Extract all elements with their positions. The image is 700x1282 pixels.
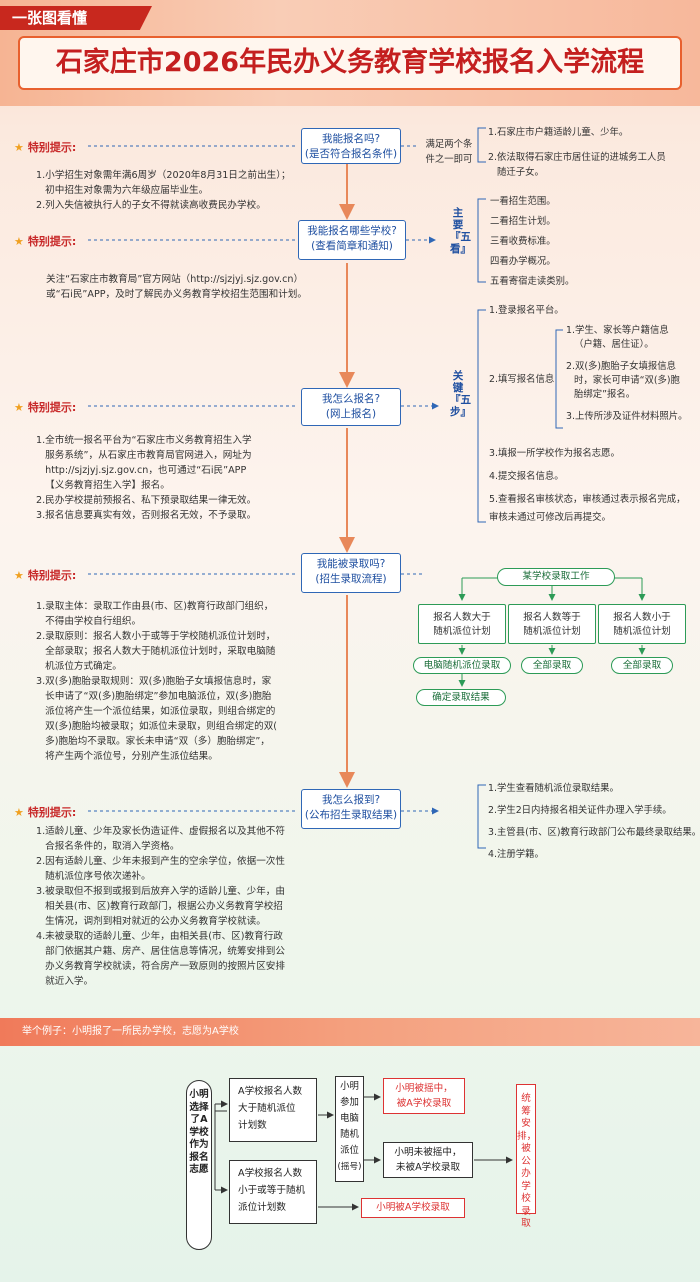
tip-text-3: 1.全市统一报名平台为“石家庄市义务教育招生入学 服务系统”，从石家庄市教育局官…	[36, 435, 257, 521]
stage-4-box: 我能被录取吗? (招生录取流程)	[301, 553, 401, 593]
s3-step2: 2.填写报名信息	[489, 374, 555, 385]
star-icon: ★	[14, 235, 24, 248]
tip-label-3: ★特别提示:	[14, 401, 77, 414]
stage-4-title: 我能被录取吗?	[316, 558, 386, 570]
example-win: 小明被摇中，被A学校录取	[383, 1078, 465, 1114]
s3-substeps: 1.学生、家长等户籍信息（户籍、居住证）。 2.双(多)胞胎子女填报信息时，家长…	[566, 325, 688, 422]
page-title: 石家庄市2026年民办义务教育学校报名入学流程	[18, 36, 682, 90]
star-icon: ★	[14, 569, 24, 582]
tip-text-4: 1.录取主体：录取工作由县(市、区)教育行政部门组织， 不得由学校自行组织。2.…	[36, 601, 278, 762]
tip-label-1: ★特别提示:	[14, 141, 77, 154]
s3-step4: 4.提交报名信息。	[489, 471, 564, 482]
s2-label: 主要『五看』	[450, 207, 471, 255]
stage-1-box: 我能报名吗? (是否符合报名条件)	[301, 128, 401, 164]
stage-5-title: 我怎么报到?	[321, 794, 381, 806]
s2-items: 一看招生范围。二看招生计划。三看收费标准。四看办学概况。五看寄宿走读类别。	[490, 196, 575, 287]
tip-label-4: ★特别提示:	[14, 569, 77, 582]
stage-3-title: 我怎么报名?	[321, 393, 381, 405]
example-box-a: A学校报名人数大于随机派位计划数	[229, 1078, 317, 1142]
stage-2-title: 我能报名哪些学校?	[307, 225, 397, 237]
example-right: 统筹安排，被公办学校录取	[516, 1084, 536, 1229]
s4-top: 某学校录取工作	[497, 568, 615, 586]
badge: 一张图看懂	[0, 6, 152, 30]
stage-1-subtitle: (是否符合报名条件)	[304, 148, 398, 160]
star-icon: ★	[14, 141, 24, 154]
s4-final: 确定录取结果	[416, 689, 506, 706]
stage-3-box: 我怎么报名? (网上报名)	[301, 388, 401, 426]
star-icon: ★	[14, 806, 24, 819]
s4-box-3: 报名人数小于随机派位计划	[598, 604, 686, 644]
s3-step5: 5.查看报名审核状态，审核通过表示报名完成，审核未通过可修改后再提交。	[489, 494, 686, 523]
stage-5-box: 我怎么报到? (公布招生录取结果)	[301, 789, 401, 829]
stage-2-box: 我能报名哪些学校? (查看简章和通知)	[298, 220, 406, 260]
s4-result-1: 电脑随机派位录取	[413, 657, 511, 674]
tip-text-5: 1.适龄儿童、少年及家长伪造证件、虚假报名以及其他不符 合报名条件的，取消入学资…	[36, 826, 285, 987]
stage-5-subtitle: (公布招生录取结果)	[304, 809, 398, 821]
star-icon: ★	[14, 401, 24, 414]
s4-box-2: 报名人数等于随机派位计划	[508, 604, 596, 644]
s4-result-3: 全部录取	[611, 657, 673, 674]
example-direct: 小明被A学校录取	[361, 1198, 465, 1218]
stage-2-subtitle: (查看简章和通知)	[311, 240, 393, 252]
s5-items: 1.学生查看随机派位录取结果。2.学生2日内持报名相关证件办理入学手续。3.主管…	[488, 783, 700, 860]
s3-step3: 3.填报一所学校作为报名志愿。	[489, 448, 620, 459]
s4-box-1: 报名人数大于随机派位计划	[418, 604, 506, 644]
s3-label: 关键『五步』	[450, 370, 471, 418]
tip-text-1: 1.小学招生对象需年满6周岁（2020年8月31日之前出生）； 初中招生对象需为…	[36, 170, 291, 211]
stage-1-title: 我能报名吗?	[321, 133, 381, 145]
example-box-b: A学校报名人数小于或等于随机派位计划数	[229, 1160, 317, 1224]
example-lose: 小明未被摇中，未被A学校录取	[383, 1142, 473, 1178]
example-bar: 举个例子：小明报了一所民办学校，志愿为A学校	[0, 1018, 700, 1046]
tip-text-2: 关注“石家庄市教育局”官方网站（http://sjzjyj.sjz.gov.cn…	[46, 274, 307, 300]
example-mid: 小明参加电脑随机派位(摇号)	[335, 1076, 364, 1182]
example-left: 小明选择了A学校作为报名志愿	[186, 1080, 212, 1250]
stage-3-subtitle: (网上报名)	[325, 408, 377, 420]
s1-conditions: 1.石家庄市户籍适龄儿童、少年。 2.依法取得石家庄市居住证的进城务工人员 随迁…	[488, 127, 666, 178]
tip-label-2: ★特别提示:	[14, 235, 77, 248]
s1-connector-label: 满足两个条件之一即可	[425, 139, 473, 165]
stage-4-subtitle: (招生录取流程)	[315, 573, 387, 585]
tip-label-5: ★特别提示:	[14, 806, 77, 819]
s3-step1: 1.登录报名平台。	[489, 305, 564, 316]
s4-result-2: 全部录取	[521, 657, 583, 674]
